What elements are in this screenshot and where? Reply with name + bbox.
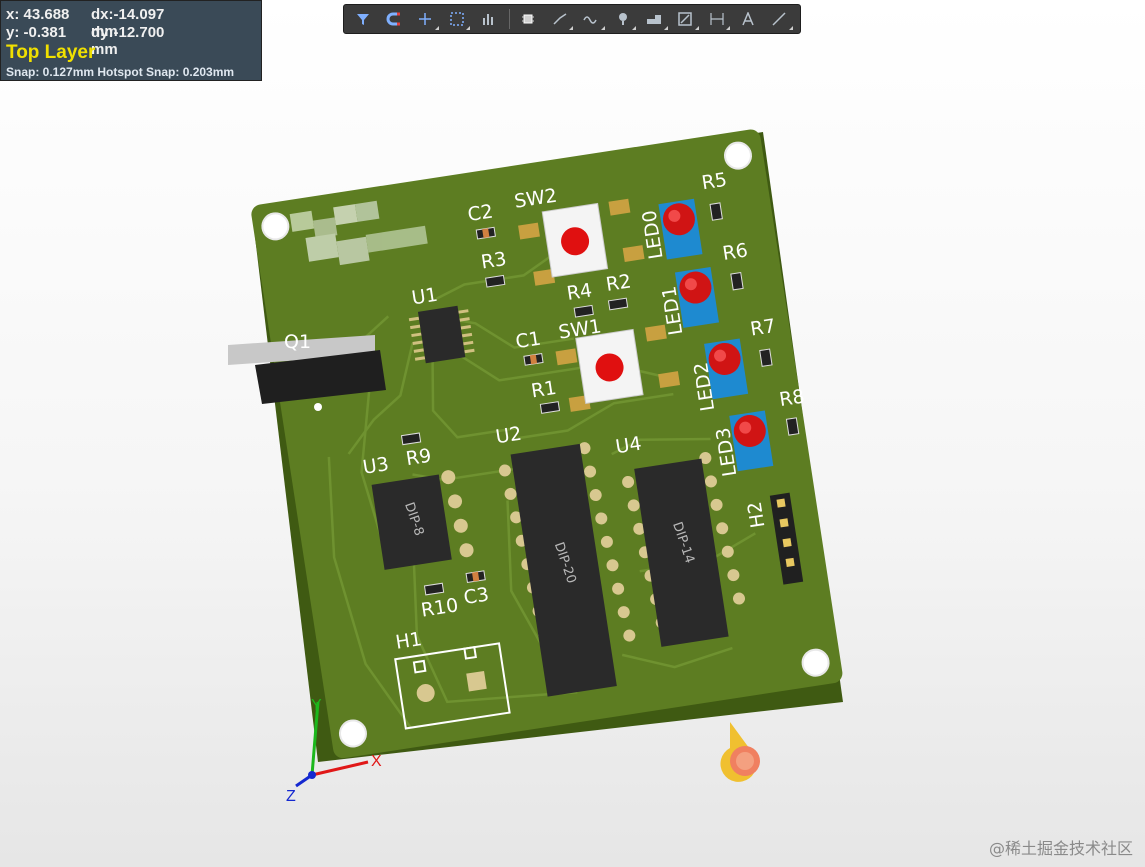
component-icon[interactable]	[518, 8, 539, 30]
svg-text:C2: C2	[466, 200, 494, 226]
header-h2[interactable]: H2	[743, 492, 804, 589]
resistor-r2[interactable]: R2	[604, 270, 634, 311]
resistor-r3[interactable]: R3	[480, 248, 510, 288]
route-icon[interactable]	[549, 8, 574, 30]
capacitor-c1[interactable]: C1	[514, 328, 544, 366]
switch-sw1[interactable]: SW1	[551, 305, 681, 413]
light-source-icon[interactable]	[720, 722, 760, 782]
svg-text:R3: R3	[480, 248, 508, 274]
ic-u3[interactable]: DIP-8 U3	[361, 442, 474, 570]
ic-u2[interactable]: DIP-20 U2	[492, 410, 642, 698]
svg-text:Q1: Q1	[284, 331, 311, 353]
dy-readout: dy:-12.700 mm	[91, 24, 165, 58]
toolbar-separator	[508, 9, 510, 29]
x-readout: x: 43.688	[6, 6, 70, 23]
resistor-r1[interactable]: R1	[530, 377, 561, 414]
svg-text:X: X	[371, 753, 382, 770]
svg-text:C1: C1	[514, 328, 542, 354]
region-icon[interactable]	[675, 8, 699, 30]
svg-text:R2: R2	[604, 270, 632, 296]
switch-sw2[interactable]: SW2	[513, 173, 646, 287]
button-cap[interactable]	[559, 225, 591, 257]
svg-text:C3: C3	[462, 583, 490, 609]
capacitor-c3[interactable]: C3	[460, 570, 491, 609]
filter-icon[interactable]	[352, 8, 373, 30]
svg-text:R9: R9	[404, 445, 432, 471]
mounting-hole	[723, 141, 752, 170]
resistor-r7[interactable]: R7	[749, 315, 781, 367]
capacitor-c2[interactable]: C2	[466, 200, 497, 240]
line-icon[interactable]	[769, 8, 793, 30]
mounting-hole	[801, 648, 830, 677]
snap-info: Snap: 0.127mm Hotspot Snap: 0.203mm	[6, 65, 235, 79]
active-layer: Top Layer	[6, 42, 96, 63]
resistor-r5[interactable]: R5	[700, 169, 732, 221]
connector-h1[interactable]: H1	[391, 617, 511, 730]
svg-text:R1: R1	[530, 377, 558, 403]
mounting-hole	[338, 719, 367, 748]
svg-text:H1: H1	[394, 628, 423, 654]
dimension-icon[interactable]	[706, 8, 731, 30]
diff-route-icon[interactable]	[580, 8, 605, 30]
chart-icon[interactable]	[477, 8, 498, 30]
magnet-icon[interactable]	[383, 8, 404, 30]
svg-text:U1: U1	[410, 284, 439, 310]
floating-toolbar	[343, 4, 801, 34]
svg-text:R4: R4	[565, 279, 593, 305]
coordinate-hud: x: 43.688 dx:-14.097 mm y: -0.381 dy:-12.7…	[0, 0, 262, 81]
svg-text:Y: Y	[311, 697, 322, 714]
dx-readout: dx:-14.097 mm	[91, 6, 165, 40]
axis-gizmo: Y X Z	[286, 697, 382, 805]
text-icon[interactable]	[737, 8, 758, 30]
svg-text:U3: U3	[361, 453, 390, 479]
blurred-logo	[289, 200, 428, 266]
svg-text:R6: R6	[721, 239, 749, 265]
ic-u4[interactable]: DIP-14 U4	[614, 421, 750, 649]
resistor-r6[interactable]: R6	[721, 239, 753, 291]
button-cap[interactable]	[594, 352, 626, 384]
svg-text:R5: R5	[700, 169, 728, 195]
svg-text:H2: H2	[744, 500, 770, 529]
crosshair-icon[interactable]	[415, 8, 440, 30]
y-readout: y: -0.381	[6, 24, 67, 41]
ic-u1[interactable]: U1	[404, 280, 475, 365]
svg-text:Z: Z	[286, 788, 296, 805]
resistor-r4[interactable]: R4	[565, 279, 595, 318]
led-led0[interactable]: LED0	[638, 198, 703, 263]
svg-text:R8: R8	[778, 385, 806, 411]
svg-text:U4: U4	[614, 433, 643, 459]
svg-text:R7: R7	[749, 315, 777, 341]
select-box-icon[interactable]	[446, 8, 471, 30]
resistor-r8[interactable]: R8	[778, 385, 810, 436]
via-icon[interactable]	[612, 8, 637, 30]
led-led3[interactable]: LED3	[710, 410, 774, 478]
watermark: @稀土掘金技术社区	[988, 839, 1133, 858]
regulator-q1[interactable]: Q1	[228, 331, 386, 411]
resistor-r10[interactable]: R10	[418, 581, 460, 622]
svg-text:U2: U2	[494, 423, 523, 449]
fill-icon[interactable]	[643, 8, 668, 30]
mounting-hole	[261, 212, 290, 241]
resistor-r9[interactable]: R9	[400, 432, 433, 471]
